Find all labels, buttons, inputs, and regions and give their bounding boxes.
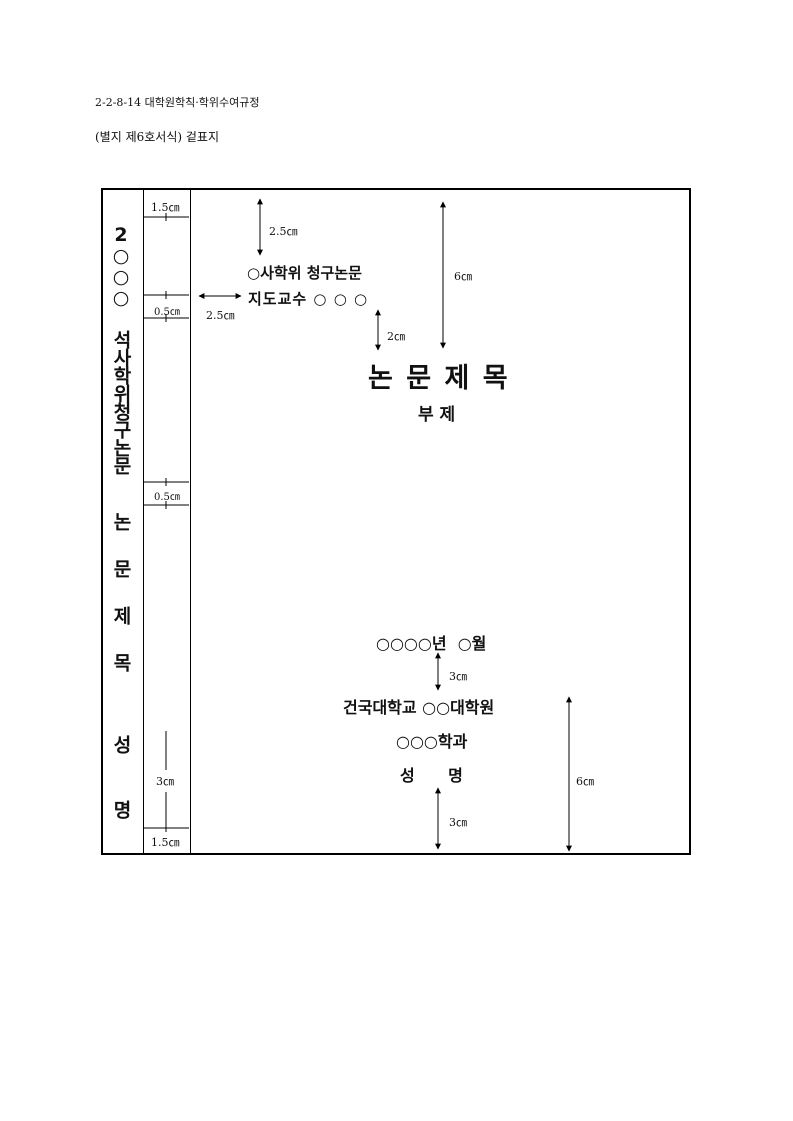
document-code: 2-2-8-14 대학원학칙·학위수여규정 xyxy=(95,96,260,109)
spine-right-border xyxy=(190,190,191,853)
spine-gap2-measure: 0.5㎝ xyxy=(154,492,180,503)
spine-degree: 석사학위청구논문 xyxy=(110,330,132,474)
spine-top-measure: 1.5㎝ xyxy=(151,201,180,214)
thesis-subtitle: 부 제 xyxy=(418,405,456,425)
bottom-block-measure: 6㎝ xyxy=(576,775,594,788)
title-top-measure: 6㎝ xyxy=(454,270,472,283)
spine-left-border xyxy=(143,190,144,853)
form-title: (별지 제6호서식) 겉표지 xyxy=(95,130,219,144)
department-line: ○○○학과 xyxy=(396,732,468,751)
date-to-university-measure: 3㎝ xyxy=(449,670,467,683)
spine-gap1-measure: 0.5㎝ xyxy=(154,307,180,318)
spine-year: 2○○○ xyxy=(110,224,132,308)
spine-bottom-measure: 1.5㎝ xyxy=(151,836,180,849)
degree-line: ○사학위 청구논문 xyxy=(247,264,362,282)
left-margin-measure: 2.5㎝ xyxy=(206,309,235,322)
university-line: 건국대학교 ○○대학원 xyxy=(343,698,495,717)
top-margin-measure: 2.5㎝ xyxy=(269,225,298,238)
cover-frame xyxy=(101,188,691,855)
spine-name: 성명 xyxy=(110,735,132,865)
date-line: ○○○○년 ○월 xyxy=(376,634,487,653)
spine-name-area-measure: 3㎝ xyxy=(156,775,174,788)
advisor-to-title-measure: 2㎝ xyxy=(387,330,405,343)
spine-title: 논문제목 xyxy=(110,512,132,700)
advisor-line: 지도교수 ○ ○ ○ xyxy=(248,290,369,308)
name-line: 성 명 xyxy=(400,766,463,785)
name-to-bottom-measure: 3㎝ xyxy=(449,816,467,829)
thesis-title: 논 문 제 목 xyxy=(368,363,510,394)
